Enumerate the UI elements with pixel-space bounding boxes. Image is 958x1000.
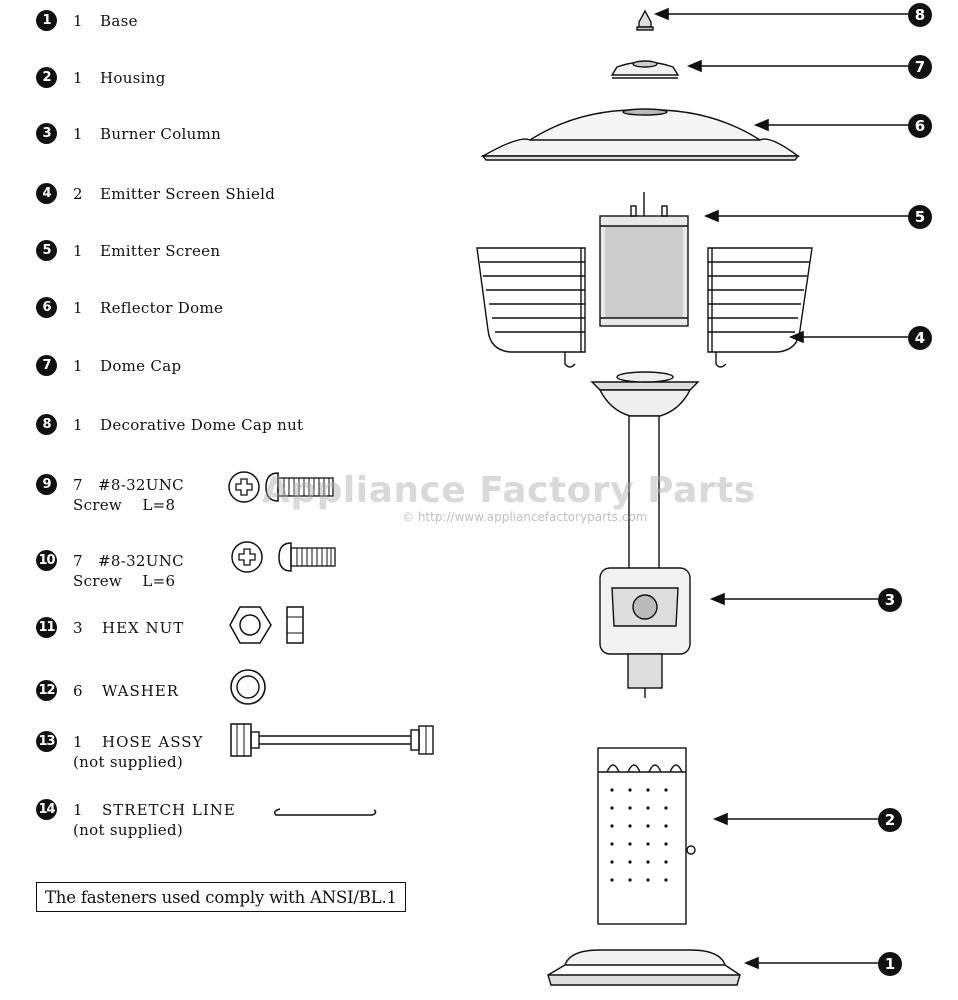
part-qty: 1 [73,733,83,751]
part-badge: 13 [36,731,57,752]
part-name: Dome Cap [100,357,182,375]
callout-3: 3 [878,588,902,612]
burner-column-drawing [590,371,700,698]
part-badge: 7 [36,355,57,376]
part-qty: 1 [73,416,83,434]
part-name: Reflector Dome [100,299,224,317]
housing-drawing [597,747,696,925]
part-subtext: Screw L=6 [73,572,176,590]
base-drawing [547,949,741,986]
part-badge: 2 [36,67,57,88]
part-badge: 11 [36,617,57,638]
reflector-dome-drawing [480,108,801,161]
part-badge: 4 [36,183,57,204]
part-qty: 7 [73,552,83,570]
callout-2: 2 [878,808,902,832]
washer-drawing [230,669,266,705]
emitter-screen-drawing [599,192,689,327]
part-name: Burner Column [100,125,222,143]
part-subtext: (not supplied) [73,753,184,771]
screw-l6-drawing [231,541,336,573]
callout-1: 1 [878,952,902,976]
part-badge: 6 [36,297,57,318]
fastener-compliance-note: The fasteners used comply with ANSI/BL.1 [36,882,406,912]
part-qty: 2 [73,185,83,203]
part-name: HEX NUT [102,619,185,637]
dome-cap-nut-drawing [636,9,654,31]
part-subtext: (not supplied) [73,821,184,839]
part-name: Decorative Dome Cap nut [100,416,304,434]
part-qty: 1 [73,801,83,819]
part-name: HOSE ASSY [102,733,204,751]
part-name: #8-32UNC [98,552,184,570]
part-qty: 1 [73,69,83,87]
leader-arrows [653,7,908,970]
part-badge: 10 [36,550,57,571]
callout-8: 8 [908,3,932,27]
part-name: Emitter Screen Shield [100,185,276,203]
part-name: STRETCH LINE [102,801,236,819]
part-qty: 3 [73,619,83,637]
screw-l8-drawing [228,471,334,503]
part-badge: 14 [36,799,57,820]
emitter-shield-left-drawing [476,247,586,368]
part-badge: 3 [36,123,57,144]
parts-list: 1 1 Base 2 1 Housing 3 1 Burner Column 4… [0,0,440,1000]
part-badge: 9 [36,474,57,495]
stretch-line-drawing [273,808,377,816]
part-qty: 1 [73,299,83,317]
part-qty: 1 [73,242,83,260]
part-name: Base [100,12,138,30]
part-qty: 6 [73,682,83,700]
dome-cap-drawing [610,60,680,79]
callout-7: 7 [908,55,932,79]
callout-5: 5 [908,205,932,229]
part-name: #8-32UNC [98,476,184,494]
part-name: WASHER [102,682,180,700]
callout-4: 4 [908,326,932,350]
part-qty: 7 [73,476,83,494]
callout-6: 6 [908,114,932,138]
part-badge: 12 [36,680,57,701]
hose-assy-drawing [230,723,434,757]
watermark-title: Appliance Factory Parts [262,470,756,511]
watermark-url: © http://www.appliancefactoryparts.com [402,510,648,524]
part-qty: 1 [73,125,83,143]
part-badge: 8 [36,414,57,435]
part-qty: 1 [73,357,83,375]
housing-vent-holes [610,788,668,882]
part-subtext: Screw L=8 [73,496,176,514]
part-badge: 1 [36,10,57,31]
emitter-shield-right-drawing [707,247,813,368]
part-qty: 1 [73,12,83,30]
part-badge: 5 [36,240,57,261]
part-name: Emitter Screen [100,242,221,260]
part-name: Housing [100,69,166,87]
hex-nut-drawing [229,606,304,644]
